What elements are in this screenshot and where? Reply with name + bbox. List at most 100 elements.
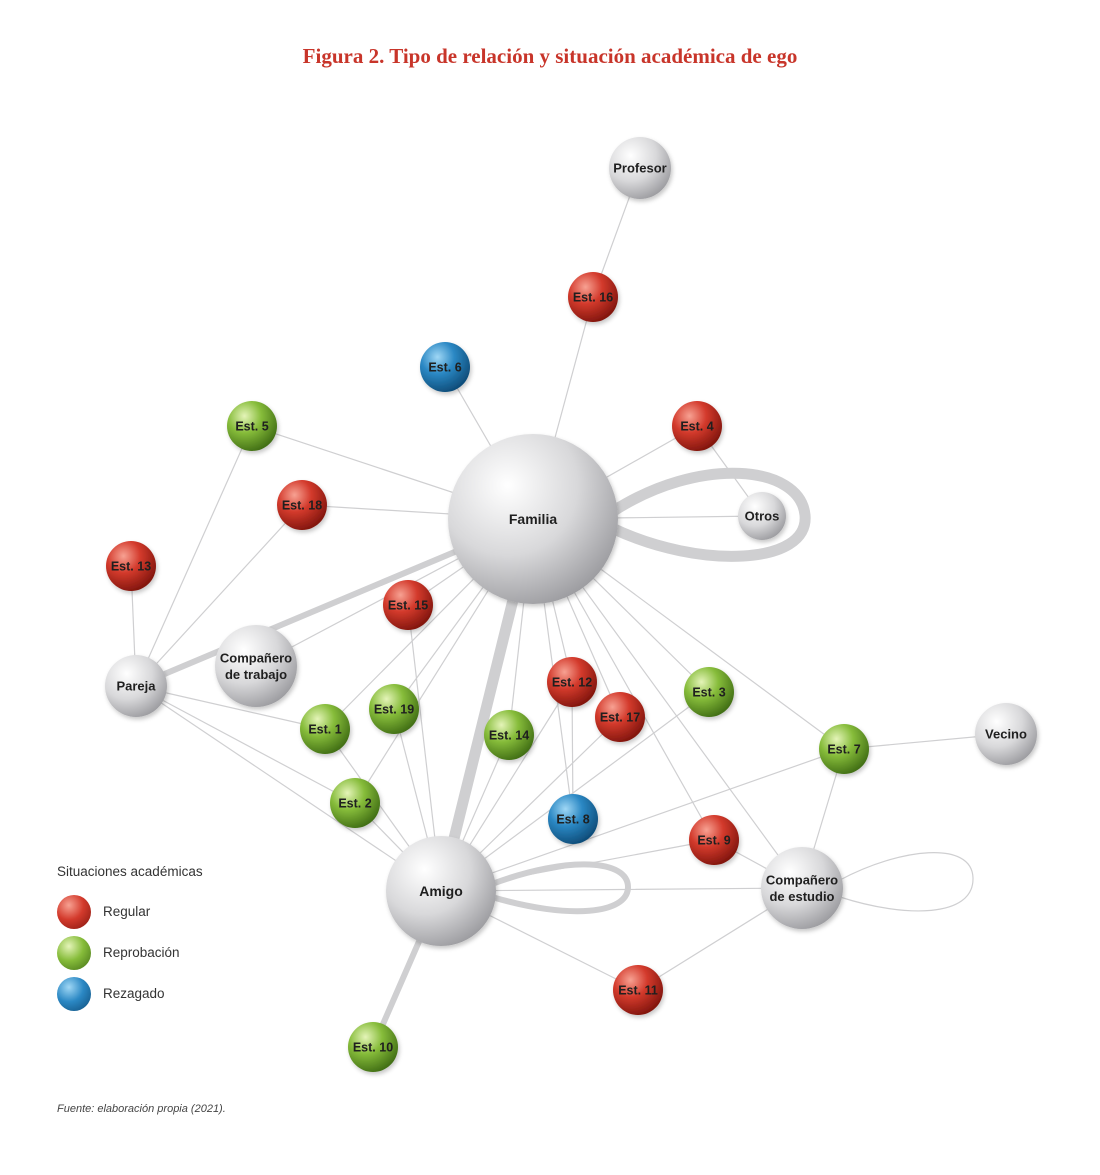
figure-title: Figura 2. Tipo de relación y situación a… — [302, 44, 798, 68]
loops-layer — [489, 467, 974, 915]
node-familia: Familia — [448, 434, 618, 604]
node-label-est16: Est. 16 — [573, 291, 613, 305]
node-circle-amigo — [386, 836, 496, 946]
legend-title: Situaciones académicas — [57, 864, 203, 879]
node-circle-est6 — [420, 342, 470, 392]
node-circle-est18 — [277, 480, 327, 530]
node-label-est17: Est. 17 — [600, 711, 640, 725]
node-circle-est17 — [595, 692, 645, 742]
node-circle-est10 — [348, 1022, 398, 1072]
node-circle-est5 — [227, 401, 277, 451]
node-circle-pareja — [105, 655, 167, 717]
node-label-est19: Est. 19 — [374, 703, 414, 717]
node-est11: Est. 11 — [613, 965, 663, 1015]
node-label-est7: Est. 7 — [827, 743, 860, 757]
edge-amigo-comp_estudio — [440, 887, 803, 892]
node-circle-est4 — [672, 401, 722, 451]
node-profesor: Profesor — [609, 137, 671, 199]
node-amigo: Amigo — [386, 836, 496, 946]
nodes-layer: FamiliaAmigoProfesorOtrosParejaCompañero… — [105, 137, 1037, 1072]
node-label-amigo: Amigo — [419, 883, 463, 899]
source-note: Fuente: elaboración propia (2021). — [57, 1103, 226, 1115]
node-est9: Est. 9 — [689, 815, 739, 865]
node-est3: Est. 3 — [684, 667, 734, 717]
node-label-est10: Est. 10 — [353, 1041, 393, 1055]
node-circle-est13 — [106, 541, 156, 591]
node-label-est1: Est. 1 — [308, 723, 341, 737]
node-est14: Est. 14 — [484, 710, 534, 760]
node-circle-est9 — [689, 815, 739, 865]
node-label-comp_estudio: de estudio — [769, 889, 834, 904]
node-circle-est1 — [300, 704, 350, 754]
node-otros: Otros — [738, 492, 786, 540]
node-circle-vecino — [975, 703, 1037, 765]
edge-amigo-est7 — [440, 748, 845, 892]
node-est8: Est. 8 — [548, 794, 598, 844]
legend: Situaciones académicas Regular Reprobaci… — [57, 864, 203, 1014]
node-circle-est2 — [330, 778, 380, 828]
node-est16: Est. 16 — [568, 272, 618, 322]
node-label-est3: Est. 3 — [692, 686, 725, 700]
node-circle-est12 — [547, 657, 597, 707]
node-est10: Est. 10 — [348, 1022, 398, 1072]
node-est13: Est. 13 — [106, 541, 156, 591]
node-circle-est16 — [568, 272, 618, 322]
node-label-est12: Est. 12 — [552, 676, 592, 690]
node-label-familia: Familia — [509, 511, 557, 527]
node-label-est4: Est. 4 — [680, 420, 713, 434]
legend-label-regular: Regular — [103, 904, 151, 919]
node-label-comp_estudio: Compañero — [766, 873, 838, 888]
node-circle-est3 — [684, 667, 734, 717]
node-label-est5: Est. 5 — [235, 420, 268, 434]
node-circle-familia — [448, 434, 618, 604]
node-est18: Est. 18 — [277, 480, 327, 530]
node-circle-est7 — [819, 724, 869, 774]
node-circle-est15 — [383, 580, 433, 630]
node-est7: Est. 7 — [819, 724, 869, 774]
legend-swatch-reprobacion — [57, 935, 91, 970]
legend-item-rezagado: Rezagado — [57, 973, 203, 1014]
edge-pareja-est2 — [135, 685, 356, 804]
node-est2: Est. 2 — [330, 778, 380, 828]
legend-swatch-regular — [57, 894, 91, 929]
loop-familia — [606, 467, 811, 562]
loop-amigo — [489, 861, 632, 915]
node-label-vecino: Vecino — [985, 727, 1027, 742]
loop-comp_estudio — [839, 852, 974, 912]
node-label-est2: Est. 2 — [338, 797, 371, 811]
node-est12: Est. 12 — [547, 657, 597, 707]
node-circle-est19 — [369, 684, 419, 734]
node-label-comp_trabajo: de trabajo — [225, 667, 287, 682]
node-circle-est11 — [613, 965, 663, 1015]
node-est19: Est. 19 — [369, 684, 419, 734]
node-circle-profesor — [609, 137, 671, 199]
legend-label-reprobacion: Reprobación — [103, 945, 180, 960]
legend-swatch-rezagado — [57, 976, 91, 1011]
node-est15: Est. 15 — [383, 580, 433, 630]
node-label-est18: Est. 18 — [282, 499, 322, 513]
edge-pareja-est5 — [135, 425, 253, 687]
node-label-est9: Est. 9 — [697, 834, 730, 848]
node-est6: Est. 6 — [420, 342, 470, 392]
legend-label-rezagado: Rezagado — [103, 986, 165, 1001]
node-vecino: Vecino — [975, 703, 1037, 765]
node-est17: Est. 17 — [595, 692, 645, 742]
node-circle-est14 — [484, 710, 534, 760]
node-est1: Est. 1 — [300, 704, 350, 754]
node-circle-comp_trabajo — [215, 625, 297, 707]
edge-pareja-est1 — [135, 685, 326, 730]
node-label-est6: Est. 6 — [428, 361, 461, 375]
legend-item-regular: Regular — [57, 891, 203, 932]
node-est5: Est. 5 — [227, 401, 277, 451]
node-pareja: Pareja — [105, 655, 167, 717]
edge-pareja-est18 — [135, 504, 303, 687]
node-label-est8: Est. 8 — [556, 813, 589, 827]
node-label-est14: Est. 14 — [489, 729, 529, 743]
edge-amigo-est3 — [440, 691, 710, 892]
node-est4: Est. 4 — [672, 401, 722, 451]
node-circle-otros — [738, 492, 786, 540]
edge-pareja-amigo — [135, 685, 442, 892]
node-label-est13: Est. 13 — [111, 560, 151, 574]
